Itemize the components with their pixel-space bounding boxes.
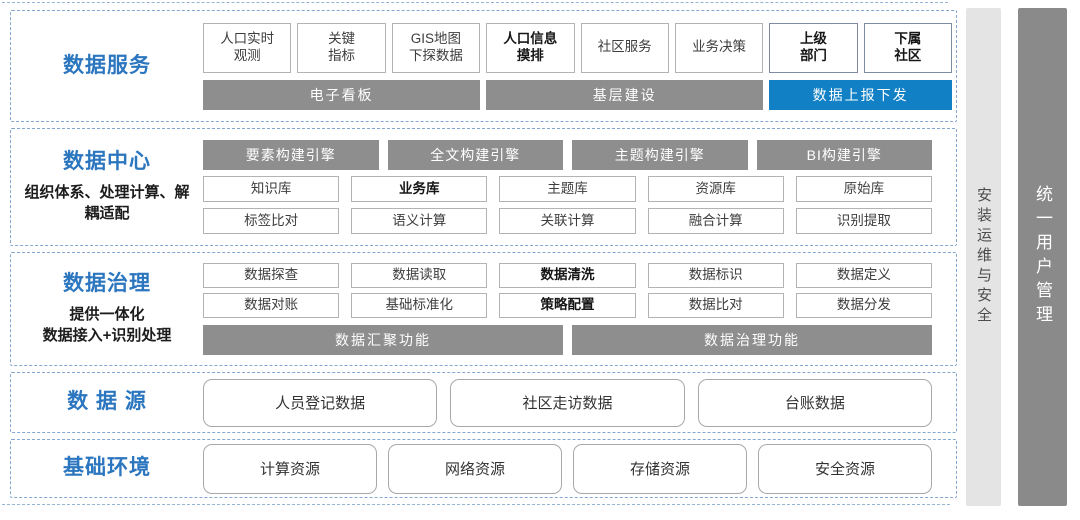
layer-infrastructure: 基础环境 计算资源网络资源存储资源安全资源 bbox=[10, 439, 957, 498]
layer-desc: 提供一体化 数据接入+识别处理 bbox=[42, 306, 172, 344]
database-node: 资源库 bbox=[647, 176, 784, 202]
database-node: 业务库 bbox=[351, 176, 488, 202]
governance-node: 数据读取 bbox=[351, 263, 488, 288]
database-node: 知识库 bbox=[203, 176, 340, 202]
crop-edge-line-bottom bbox=[2, 504, 950, 505]
engine-bar: 主题构建引擎 bbox=[572, 140, 748, 170]
resource-node: 安全资源 bbox=[758, 443, 932, 494]
layer-label: 数据治理 提供一体化 数据接入+识别处理 bbox=[11, 253, 203, 365]
crop-edge-line-top bbox=[2, 2, 948, 3]
source-boxes: 人员登记数据社区走访数据台账数据 bbox=[203, 378, 932, 427]
compute-row: 标签比对语义计算关联计算融合计算识别提取 bbox=[203, 208, 932, 234]
service-node: 社区服务 bbox=[580, 22, 669, 73]
compute-node: 标签比对 bbox=[203, 208, 340, 234]
governance-node: 数据定义 bbox=[795, 263, 932, 288]
layer-content: 计算资源网络资源存储资源安全资源 bbox=[203, 440, 956, 497]
service-node: GIS地图 下探数据 bbox=[391, 22, 481, 73]
engine-bar: 全文构建引擎 bbox=[387, 140, 563, 170]
layer-label: 基础环境 bbox=[11, 440, 203, 497]
governance-node: 数据清洗 bbox=[499, 263, 636, 288]
service-function-bars: 电子看板基层建设数据上报下发 bbox=[203, 79, 952, 110]
service-node: 上级 部门 bbox=[769, 22, 858, 73]
layer-content: 要素构建引擎全文构建引擎主题构建引擎 BI构建引擎 知识库业务库主题库资源库原始库… bbox=[203, 129, 956, 245]
layer-title: 数 据 源 bbox=[67, 390, 147, 414]
compute-node: 关联计算 bbox=[499, 208, 636, 234]
compute-node: 语义计算 bbox=[351, 208, 488, 234]
resource-node: 网络资源 bbox=[388, 443, 562, 494]
engine-header-bars: 要素构建引擎全文构建引擎主题构建引擎 BI构建引擎 bbox=[203, 140, 932, 170]
governance-function-bars: 数据汇聚功能数据治理功能 bbox=[203, 325, 932, 355]
governance-row-2: 数据对账基础标准化策略配置数据比对数据分发 bbox=[203, 293, 932, 318]
user-management-sidebar: 统一用户管理 bbox=[1018, 8, 1067, 506]
service-node: 下属 社区 bbox=[863, 22, 952, 73]
layer-label: 数 据 源 bbox=[11, 373, 203, 432]
resource-node: 计算资源 bbox=[203, 443, 377, 494]
governance-node: 数据探查 bbox=[203, 263, 340, 288]
function-bar: 数据上报下发 bbox=[769, 79, 952, 110]
layer-content: 数据探查数据读取数据清洗数据标识数据定义 数据对账基础标准化策略配置数据比对数据… bbox=[203, 253, 956, 365]
layer-title: 数据服务 bbox=[63, 53, 151, 77]
compute-node: 识别提取 bbox=[795, 208, 932, 234]
compute-node: 融合计算 bbox=[647, 208, 784, 234]
governance-node: 数据标识 bbox=[647, 263, 784, 288]
layer-data-center: 数据中心 组织体系、处理计算、解 耦适配 要素构建引擎全文构建引擎主题构建引擎 B… bbox=[10, 128, 957, 246]
service-node: 人口信息 摸排 bbox=[486, 22, 575, 73]
function-bar: 基层建设 bbox=[486, 79, 764, 110]
layer-desc: 组织体系、处理计算、解 耦适配 bbox=[24, 184, 190, 222]
source-node: 社区走访数据 bbox=[450, 378, 685, 427]
database-node: 主题库 bbox=[499, 176, 636, 202]
service-node: 业务决策 bbox=[674, 22, 764, 73]
source-node: 人员登记数据 bbox=[203, 378, 438, 427]
layer-data-governance: 数据治理 提供一体化 数据接入+识别处理 数据探查数据读取数据清洗数据标识数据定… bbox=[10, 252, 957, 366]
governance-node: 策略配置 bbox=[499, 293, 636, 318]
function-bar: 数据汇聚功能 bbox=[203, 325, 563, 355]
engine-bar: 要素构建引擎 bbox=[203, 140, 379, 170]
layer-title: 数据中心 bbox=[63, 150, 151, 174]
governance-node: 基础标准化 bbox=[351, 293, 488, 318]
layer-content: 人员登记数据社区走访数据台账数据 bbox=[203, 373, 956, 432]
layer-title: 基础环境 bbox=[63, 456, 151, 480]
function-bar: 数据治理功能 bbox=[572, 325, 932, 355]
engine-bar: BI构建引擎 bbox=[756, 140, 932, 170]
governance-node: 数据对账 bbox=[203, 293, 340, 318]
source-node: 台账数据 bbox=[697, 378, 932, 427]
service-node: 关键 指标 bbox=[297, 22, 386, 73]
ops-security-sidebar: 安装运维与安全 bbox=[966, 8, 1001, 506]
governance-node: 数据分发 bbox=[795, 293, 932, 318]
layer-label: 数据中心 组织体系、处理计算、解 耦适配 bbox=[11, 129, 203, 245]
resource-boxes: 计算资源网络资源存储资源安全资源 bbox=[203, 443, 932, 494]
layer-data-sources: 数 据 源 人员登记数据社区走访数据台账数据 bbox=[10, 372, 957, 433]
governance-row-1: 数据探查数据读取数据清洗数据标识数据定义 bbox=[203, 263, 932, 288]
resource-node: 存储资源 bbox=[573, 443, 747, 494]
layer-label: 数据服务 bbox=[11, 11, 203, 121]
governance-node: 数据比对 bbox=[647, 293, 784, 318]
database-row: 知识库业务库主题库资源库原始库 bbox=[203, 176, 932, 202]
layer-title: 数据治理 bbox=[63, 272, 151, 296]
database-node: 原始库 bbox=[795, 176, 932, 202]
function-bar: 电子看板 bbox=[203, 79, 481, 110]
service-node: 人口实时 观测 bbox=[203, 22, 292, 73]
